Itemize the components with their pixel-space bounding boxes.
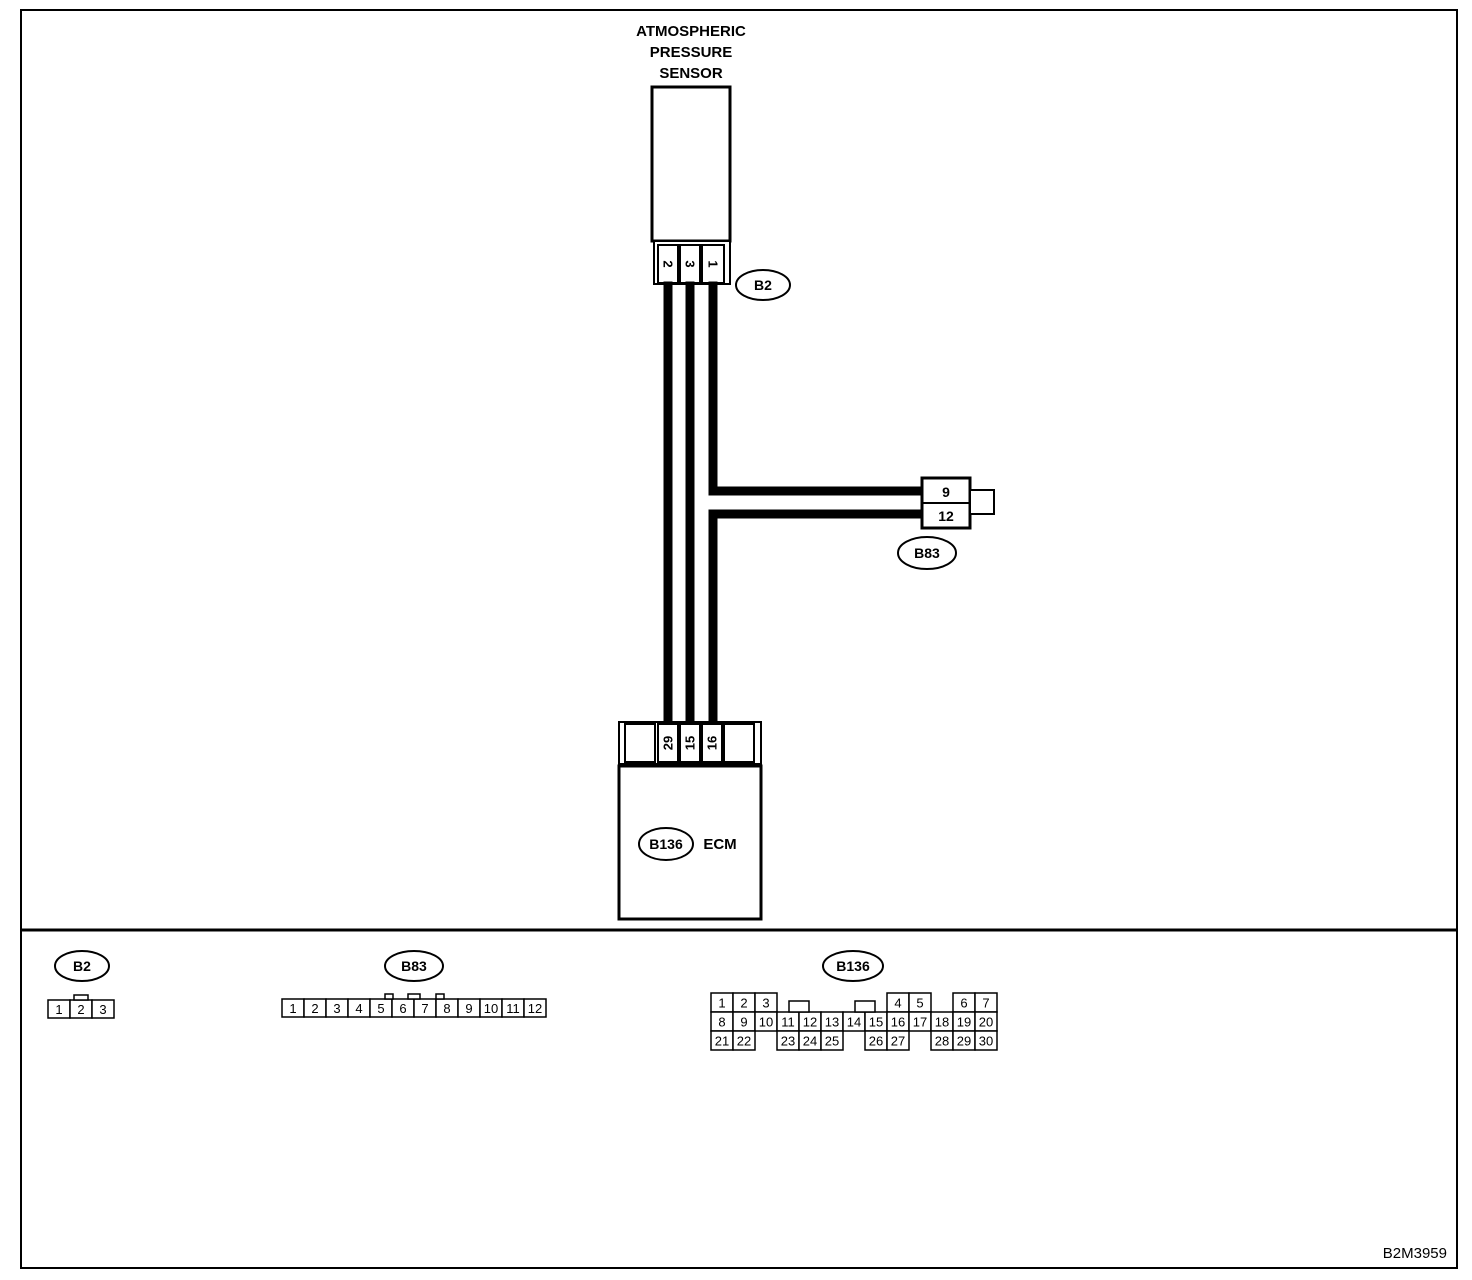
ecm-connector-id: B136: [649, 836, 683, 852]
face-b136-pin-19: 19: [957, 1015, 971, 1030]
face-b136-cell-22: [732, 1030, 756, 1051]
face-b136-pin-21: 21: [715, 1034, 729, 1049]
ecm-body: B136 ECM: [617, 764, 763, 921]
sensor-connector-tag: B2: [735, 269, 791, 301]
face-b136-pin-13: 13: [825, 1015, 839, 1030]
face-b136-pin-30: 30: [979, 1034, 993, 1049]
sensor-title-line-3: SENSOR: [659, 65, 723, 82]
ecm-pin-15: 15: [683, 736, 698, 750]
face-b2-pin-3: 3: [99, 1002, 106, 1017]
face-b83-key: [435, 993, 445, 1000]
face-b136-pin-24: 24: [803, 1034, 817, 1049]
face-b136-pin-2: 2: [740, 996, 747, 1011]
face-b83-pin-12: 12: [528, 1001, 542, 1016]
face-b83-pin-10: 10: [484, 1001, 498, 1016]
face-b136-cell-25: [820, 1030, 844, 1051]
ecm-pin-16: 16: [705, 736, 720, 750]
face-b136-label: B136: [836, 958, 870, 974]
face-b83-pin-5: 5: [377, 1001, 384, 1016]
face-b136-pin-14: 14: [847, 1015, 861, 1030]
face-b2-label: B2: [73, 958, 91, 974]
face-b83-pin-11: 11: [506, 1001, 520, 1016]
b83-pin-12: 12: [938, 508, 954, 524]
face-b136-key: [788, 1000, 810, 1013]
sensor-pin-1: 1: [706, 260, 721, 267]
face-b136-pin-1: 1: [718, 996, 725, 1011]
face-b136-pin-23: 23: [781, 1034, 795, 1049]
face-b83-cell-12: [523, 998, 547, 1018]
face-b136-pin-27: 27: [891, 1034, 905, 1049]
face-b136-pin-4: 4: [894, 996, 901, 1011]
sensor-connector-id: B2: [754, 277, 772, 293]
face-b136-pin-12: 12: [803, 1015, 817, 1030]
face-b83-key: [384, 993, 394, 1000]
sensor-title-line-2: PRESSURE: [650, 44, 733, 61]
face-b83-pin-6: 6: [399, 1001, 406, 1016]
wire-harness: [663, 281, 927, 727]
face-b136-key: [854, 1000, 876, 1013]
face-b136-pin-29: 29: [957, 1034, 971, 1049]
ecm-label: ECM: [703, 836, 736, 853]
face-b136-pin-18: 18: [935, 1015, 949, 1030]
face-b136-pin-20: 20: [979, 1015, 993, 1030]
face-b136-pin-3: 3: [762, 996, 769, 1011]
b83-junction-connector: 9 12: [920, 476, 995, 530]
face-b136-pin-16: 16: [891, 1015, 905, 1030]
face-b83-pin-9: 9: [465, 1001, 472, 1016]
face-b83-pin-7: 7: [421, 1001, 428, 1016]
face-b136-pin-10: 10: [759, 1015, 773, 1030]
face-b83-pin-3: 3: [333, 1001, 340, 1016]
b83-connector-tag: B83: [897, 536, 957, 570]
face-b2-cell-3: [91, 999, 115, 1019]
face-b83-pin-2: 2: [311, 1001, 318, 1016]
face-b2-pin-1: 1: [55, 1002, 62, 1017]
face-b83-pin-1: 1: [289, 1001, 296, 1016]
face-b2-pin-2: 2: [77, 1002, 84, 1017]
sensor-pin-2: 2: [661, 260, 676, 267]
face-b136-cell-30: [974, 1030, 998, 1051]
ecm-pin-29: 29: [661, 736, 676, 750]
face-b83-pin-4: 4: [355, 1001, 362, 1016]
face-b83-key: [407, 993, 421, 1000]
face-b136-cell-27: [886, 1030, 910, 1051]
b83-connector-id: B83: [914, 545, 940, 561]
face-b136-pin-22: 22: [737, 1034, 751, 1049]
sensor-title-line-1: ATMOSPHERIC: [636, 23, 746, 40]
ecm-connector: 29 15 16: [618, 721, 762, 765]
face-b136-pin-26: 26: [869, 1034, 883, 1049]
face-b136-pin-7: 7: [982, 996, 989, 1011]
face-b136-pin-17: 17: [913, 1015, 927, 1030]
face-b83-pin-8: 8: [443, 1001, 450, 1016]
face-b136-pin-28: 28: [935, 1034, 949, 1049]
diagram-frame: [20, 9, 1458, 1269]
face-b2-key: [73, 994, 89, 1001]
sensor-connector-pins: 2 3 1: [657, 244, 725, 284]
b83-pin-9: 9: [942, 484, 950, 500]
face-b136-pin-25: 25: [825, 1034, 839, 1049]
face-b136-pin-8: 8: [718, 1015, 725, 1030]
face-b136-pin-15: 15: [869, 1015, 883, 1030]
sensor-pin-3: 3: [683, 260, 698, 267]
face-b136-pin-5: 5: [916, 996, 923, 1011]
figure-code: B2M3959: [1383, 1245, 1447, 1262]
face-b83-label: B83: [401, 958, 427, 974]
face-b136-pin-11: 11: [781, 1015, 795, 1030]
face-b136-pin-6: 6: [960, 996, 967, 1011]
face-b136-pin-9: 9: [740, 1015, 747, 1030]
